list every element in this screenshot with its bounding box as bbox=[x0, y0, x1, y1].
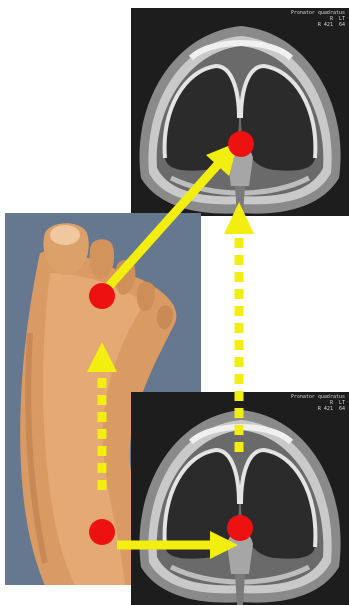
marker-bottom-mri bbox=[227, 515, 253, 541]
dotted-arrow-foot bbox=[87, 342, 117, 490]
marker-foot-lower bbox=[89, 519, 115, 545]
marker-top-mri bbox=[228, 131, 254, 157]
solid-arrow-top bbox=[103, 142, 238, 293]
marker-foot-upper bbox=[89, 283, 115, 309]
solid-arrow-bottom bbox=[117, 531, 238, 559]
dotted-arrow-mri bbox=[224, 202, 254, 452]
